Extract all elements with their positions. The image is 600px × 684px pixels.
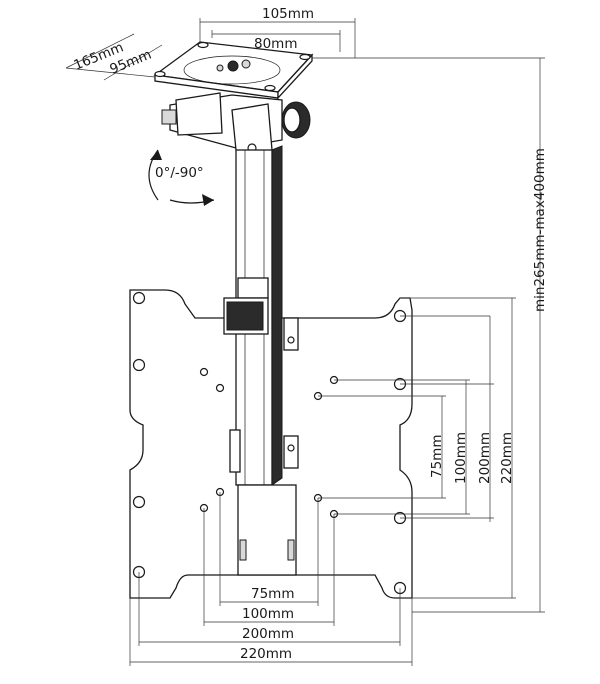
telescopic-pole [223, 145, 299, 576]
vesa-vertical-dimensions: 75mm 100mm 200mm 220mm [318, 297, 516, 599]
top-outer-label: 105mm [262, 6, 314, 22]
height-range-label: min265mm-max400mm [532, 148, 548, 312]
vesa-h-75-label: 75mm [251, 586, 294, 602]
vesa-v-100-label: 100mm [453, 432, 469, 484]
vesa-v-75-label: 75mm [429, 435, 445, 478]
ceiling-plate [153, 41, 314, 100]
tilt-label: 0°/-90° [155, 165, 204, 181]
tilt-arrow: 0°/-90° [148, 149, 215, 206]
vesa-h-200-label: 200mm [242, 626, 294, 642]
vesa-v-200-label: 200mm [477, 432, 493, 484]
vesa-v-220-label: 220mm [499, 432, 515, 484]
vesa-horizontal-dimensions: 75mm 100mm 200mm 220mm [129, 492, 413, 666]
vesa-h-100-label: 100mm [242, 606, 294, 622]
tilt-hinge [161, 92, 311, 159]
vesa-h-220-label: 220mm [240, 646, 292, 662]
height-dimension: min265mm-max400mm [312, 57, 548, 613]
top-inner-label: 80mm [254, 36, 297, 52]
